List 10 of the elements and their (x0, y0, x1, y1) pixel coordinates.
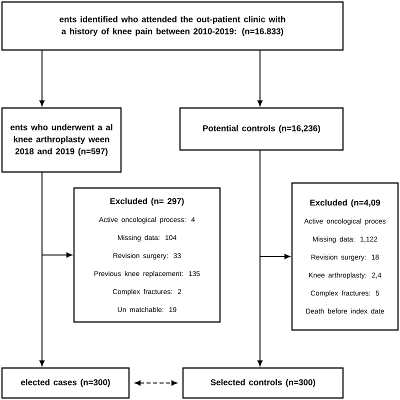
process-box: Selected controls (n=300) (182, 367, 344, 399)
arrow (39, 172, 45, 366)
arrow (257, 50, 263, 106)
process-box: Potential controls (n=16,236) (179, 107, 344, 151)
process-box: ents who underwent a al knee arthroplasty ween 2018 and 2019 (n=597) (1, 107, 122, 173)
process-box: elected cases (n=300) (1, 367, 130, 399)
arrow (39, 50, 45, 106)
arrow (134, 380, 178, 386)
arrow (257, 150, 263, 366)
process-box: ents identified who attended the out-patient clinic with a history of knee pain between 2010-2019: (n=16.833) (1, 1, 344, 51)
